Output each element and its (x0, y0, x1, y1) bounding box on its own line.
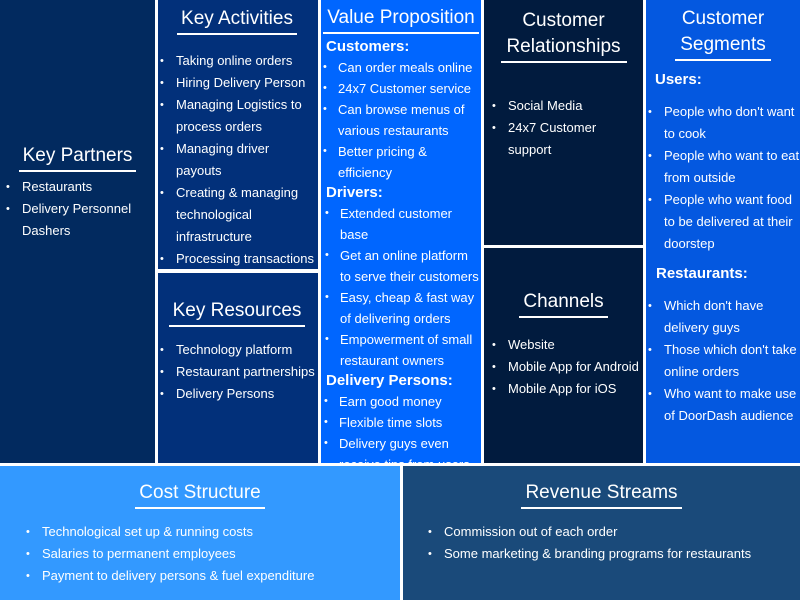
list-item: Extended customer base (323, 203, 481, 245)
key-resources-title: Key Resources (158, 298, 316, 327)
list-item: Easy, cheap & fast way of delivering ord… (323, 287, 481, 329)
list-item: People who don't want to cook (646, 101, 800, 145)
key-activities-title: Key Activities (158, 6, 316, 35)
list-item: 24x7 Customer support (490, 117, 643, 161)
list-item: Restaurants (4, 176, 151, 198)
key-partners-list: Restaurants Delivery Personnel Dashers (4, 176, 151, 242)
list-item: Managing Logistics to process orders (158, 94, 316, 138)
list-item: Delivery Persons (158, 383, 316, 405)
list-item: Can order meals online (321, 57, 481, 78)
key-activities-list: Taking online orders Hiring Delivery Per… (158, 50, 316, 269)
list-item: Those which don't take online orders (646, 339, 800, 383)
list-item: 24x7 Customer service (321, 78, 481, 99)
list-item: Taking online orders (158, 50, 316, 72)
list-item: Earn good money (322, 391, 481, 412)
group-label: Users: (655, 71, 702, 88)
list-item: Flexible time slots (322, 412, 481, 433)
list-item: Mobile App for Android (490, 356, 643, 378)
list-item: Payment to delivery persons & fuel expen… (24, 565, 400, 587)
list-item: Which don't have delivery guys (646, 295, 800, 339)
key-activities-block: Key Activities Taking online orders Hiri… (158, 0, 318, 269)
users-list: People who don't want to cook People who… (646, 101, 800, 255)
list-item: Managing driver payouts (158, 138, 316, 182)
list-item: Technology platform (158, 339, 316, 361)
group-label: Restaurants: (656, 265, 748, 282)
list-item: Mobile App for iOS (490, 378, 643, 400)
list-item: People who want to eat from outside (646, 145, 800, 189)
group-label: Customers: (326, 38, 410, 55)
list-item: Creating & managing technological infras… (158, 182, 316, 248)
customer-segments-title: Customer Segments (646, 6, 800, 61)
list-item: Who want to make use of DoorDash audienc… (646, 383, 800, 427)
list-item: Better pricing & efficiency (321, 141, 481, 183)
customers-list: Can order meals online 24x7 Customer ser… (321, 57, 481, 183)
customer-relationships-block: Customer Relationships Social Media 24x7… (484, 0, 643, 245)
group-label: Drivers: (326, 184, 383, 201)
list-item: Empowerment of small restaurant owners (323, 329, 481, 371)
group-label: Delivery Persons: (326, 372, 453, 389)
list-item: Hiring Delivery Person (158, 72, 316, 94)
list-item: People who want food to be delivered at … (646, 189, 800, 255)
revenue-streams-block: Revenue Streams Commission out of each o… (403, 466, 800, 600)
drivers-list: Extended customer base Get an online pla… (323, 203, 481, 371)
revenue-streams-title: Revenue Streams (403, 480, 800, 509)
list-item: Delivery Personnel Dashers (4, 198, 151, 242)
value-proposition-block: Value Proposition Customers: Can order m… (321, 0, 481, 472)
list-item: Some marketing & branding programs for r… (426, 543, 800, 565)
list-item: Get an online platform to serve their cu… (323, 245, 481, 287)
list-item: Salaries to permanent employees (24, 543, 400, 565)
customer-relationships-list: Social Media 24x7 Customer support (490, 95, 643, 161)
cost-structure-list: Technological set up & running costs Sal… (24, 521, 400, 587)
list-item: Social Media (490, 95, 643, 117)
key-partners-title: Key Partners (4, 143, 151, 172)
customer-segments-block: Customer Segments Users: People who don'… (646, 0, 800, 463)
cost-structure-block: Cost Structure Technological set up & ru… (0, 466, 400, 600)
delivery-persons-list: Earn good money Flexible time slots Deli… (322, 391, 481, 475)
customer-relationships-title: Customer Relationships (484, 8, 643, 63)
list-item: Processing transactions (158, 248, 316, 269)
list-item: Can browse menus of various restaurants (321, 99, 481, 141)
list-item: Commission out of each order (426, 521, 800, 543)
key-partners-block: Key Partners Restaurants Delivery Person… (0, 0, 155, 463)
cost-structure-title: Cost Structure (0, 480, 400, 509)
list-item: Website (490, 334, 643, 356)
channels-title: Channels (484, 289, 643, 318)
list-item: Technological set up & running costs (24, 521, 400, 543)
list-item: Restaurant partnerships (158, 361, 316, 383)
channels-list: Website Mobile App for Android Mobile Ap… (490, 334, 643, 400)
revenue-streams-list: Commission out of each order Some market… (426, 521, 800, 565)
key-resources-list: Technology platform Restaurant partnersh… (158, 339, 316, 405)
channels-block: Channels Website Mobile App for Android … (484, 248, 643, 463)
value-proposition-title: Value Proposition (321, 5, 481, 34)
restaurants-list: Which don't have delivery guys Those whi… (646, 295, 800, 427)
key-resources-block: Key Resources Technology platform Restau… (158, 273, 318, 463)
